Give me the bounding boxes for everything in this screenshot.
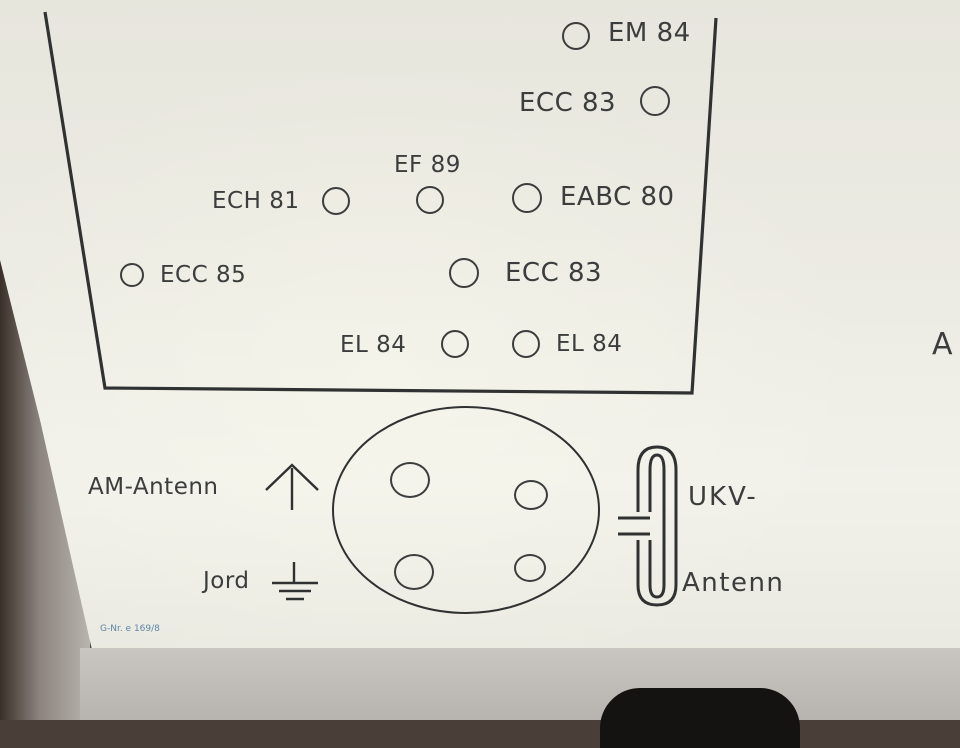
tube-socket-ef89-icon	[416, 186, 444, 214]
cabinet-bottom	[80, 648, 960, 720]
am-antenna-label: AM-Antenn	[88, 474, 219, 500]
tube-socket-ech81-icon	[322, 187, 350, 215]
tube-socket-ecc83-mid-icon	[449, 258, 479, 288]
connector-pin-top-right-icon	[514, 480, 548, 510]
ukv-antenna-label: Antenn	[682, 568, 785, 598]
tube-label-ecc83-top: ECC 83	[519, 88, 617, 118]
tube-socket-ecc83-top-icon	[640, 86, 670, 116]
tube-socket-em84-icon	[562, 22, 590, 50]
edge-letter: A	[932, 327, 954, 362]
ground-icon	[272, 562, 318, 601]
dipole-antenna-icon	[618, 445, 678, 607]
connector-circle	[332, 406, 600, 614]
tube-label-ef89: EF 89	[394, 152, 461, 178]
connector-pin-bottom-right-icon	[514, 554, 546, 582]
tube-socket-ecc85-icon	[120, 263, 144, 287]
tube-label-ecc85: ECC 85	[160, 262, 247, 288]
antenna-arrow-icon	[265, 463, 319, 510]
tube-socket-el84-right-icon	[512, 330, 540, 358]
chassis-outline	[43, 11, 718, 395]
footer-code: G-Nr. e 169/8	[100, 624, 160, 634]
tube-socket-el84-left-icon	[441, 330, 469, 358]
connector-pin-top-left-icon	[390, 462, 430, 498]
connector-pin-bottom-left-icon	[394, 554, 434, 590]
tube-label-ech81: ECH 81	[212, 188, 300, 214]
tube-label-eabc80: EABC 80	[560, 182, 675, 212]
tube-label-el84-right: EL 84	[556, 331, 623, 357]
tube-label-em84: EM 84	[608, 18, 691, 48]
diagram-lines	[43, 11, 718, 614]
ground-label: Jord	[203, 568, 250, 594]
label-paper	[0, 0, 960, 690]
tube-label-el84-left: EL 84	[340, 332, 407, 358]
tube-label-ecc83-mid: ECC 83	[505, 258, 603, 288]
tube-socket-eabc80-icon	[512, 183, 542, 213]
ukv-label: UKV-	[688, 482, 758, 512]
